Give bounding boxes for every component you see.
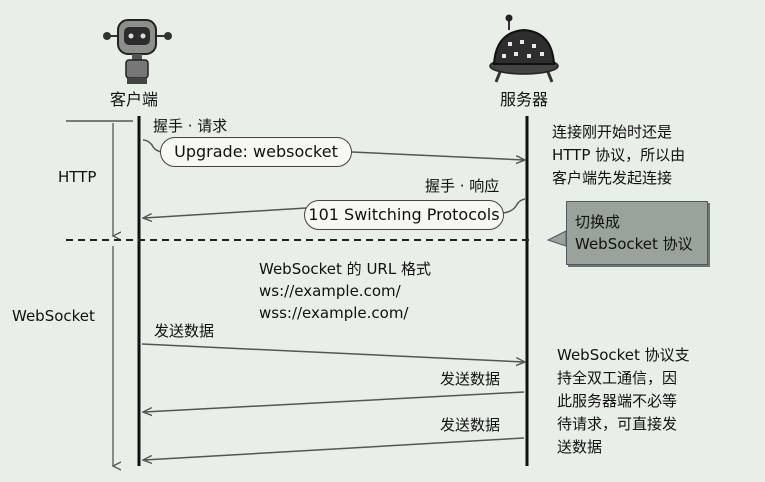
handshake-request-pill: Upgrade: websocket — [160, 137, 352, 167]
duplex-note-line: 持全双工通信，因 — [557, 369, 678, 387]
handshake-request-arrow-line — [351, 151, 524, 160]
duplex-note-line: 此服务器端不必等 — [557, 392, 678, 410]
switch-protocol-note: 切换成 WebSocket 协议 — [566, 201, 708, 265]
handshake-response-label: 握手 · 响应 — [425, 177, 500, 195]
handshake-response-arrow — [144, 207, 307, 218]
url-note-line: wss://example.com/ — [259, 304, 409, 322]
client-label: 客户端 — [110, 90, 159, 109]
duplex-note-line: WebSocket 协议支 — [557, 346, 690, 364]
http-note-line: 客户端先发起连接 — [552, 169, 673, 187]
duplex-note-line: 待请求，可直接发 — [557, 415, 678, 433]
send-data-label-2: 发送数据 — [440, 370, 501, 388]
duplex-note-line: 送数据 — [557, 438, 603, 456]
switch-note-line: 切换成 — [575, 213, 621, 231]
send-data-label-3: 发送数据 — [440, 416, 501, 434]
server-robot-icon — [489, 14, 559, 83]
http-phase-label: HTTP — [58, 168, 97, 186]
send-data-arrow-2 — [144, 391, 525, 412]
send-data-arrow-3 — [144, 437, 525, 460]
websocket-phase-label: WebSocket — [12, 307, 95, 325]
server-label: 服务器 — [500, 90, 549, 109]
send-data-arrow-1 — [141, 343, 524, 362]
handshake-response-arrow-tail — [502, 198, 526, 214]
handshake-request-arrow — [142, 139, 162, 153]
url-note-line: ws://example.com/ — [259, 282, 401, 300]
url-note-line: WebSocket 的 URL 格式 — [259, 260, 431, 278]
handshake-request-label: 握手 · 请求 — [153, 117, 228, 135]
http-note-line: 连接刚开始时还是 — [552, 123, 673, 141]
http-note-line: HTTP 协议，所以由 — [552, 146, 686, 164]
switch-note-line: WebSocket 协议 — [575, 235, 693, 253]
handshake-response-pill: 101 Switching Protocols — [304, 200, 504, 230]
switch-note-pointer — [546, 230, 567, 247]
robot-client-icon — [103, 19, 172, 84]
send-data-label-1: 发送数据 — [154, 322, 215, 340]
